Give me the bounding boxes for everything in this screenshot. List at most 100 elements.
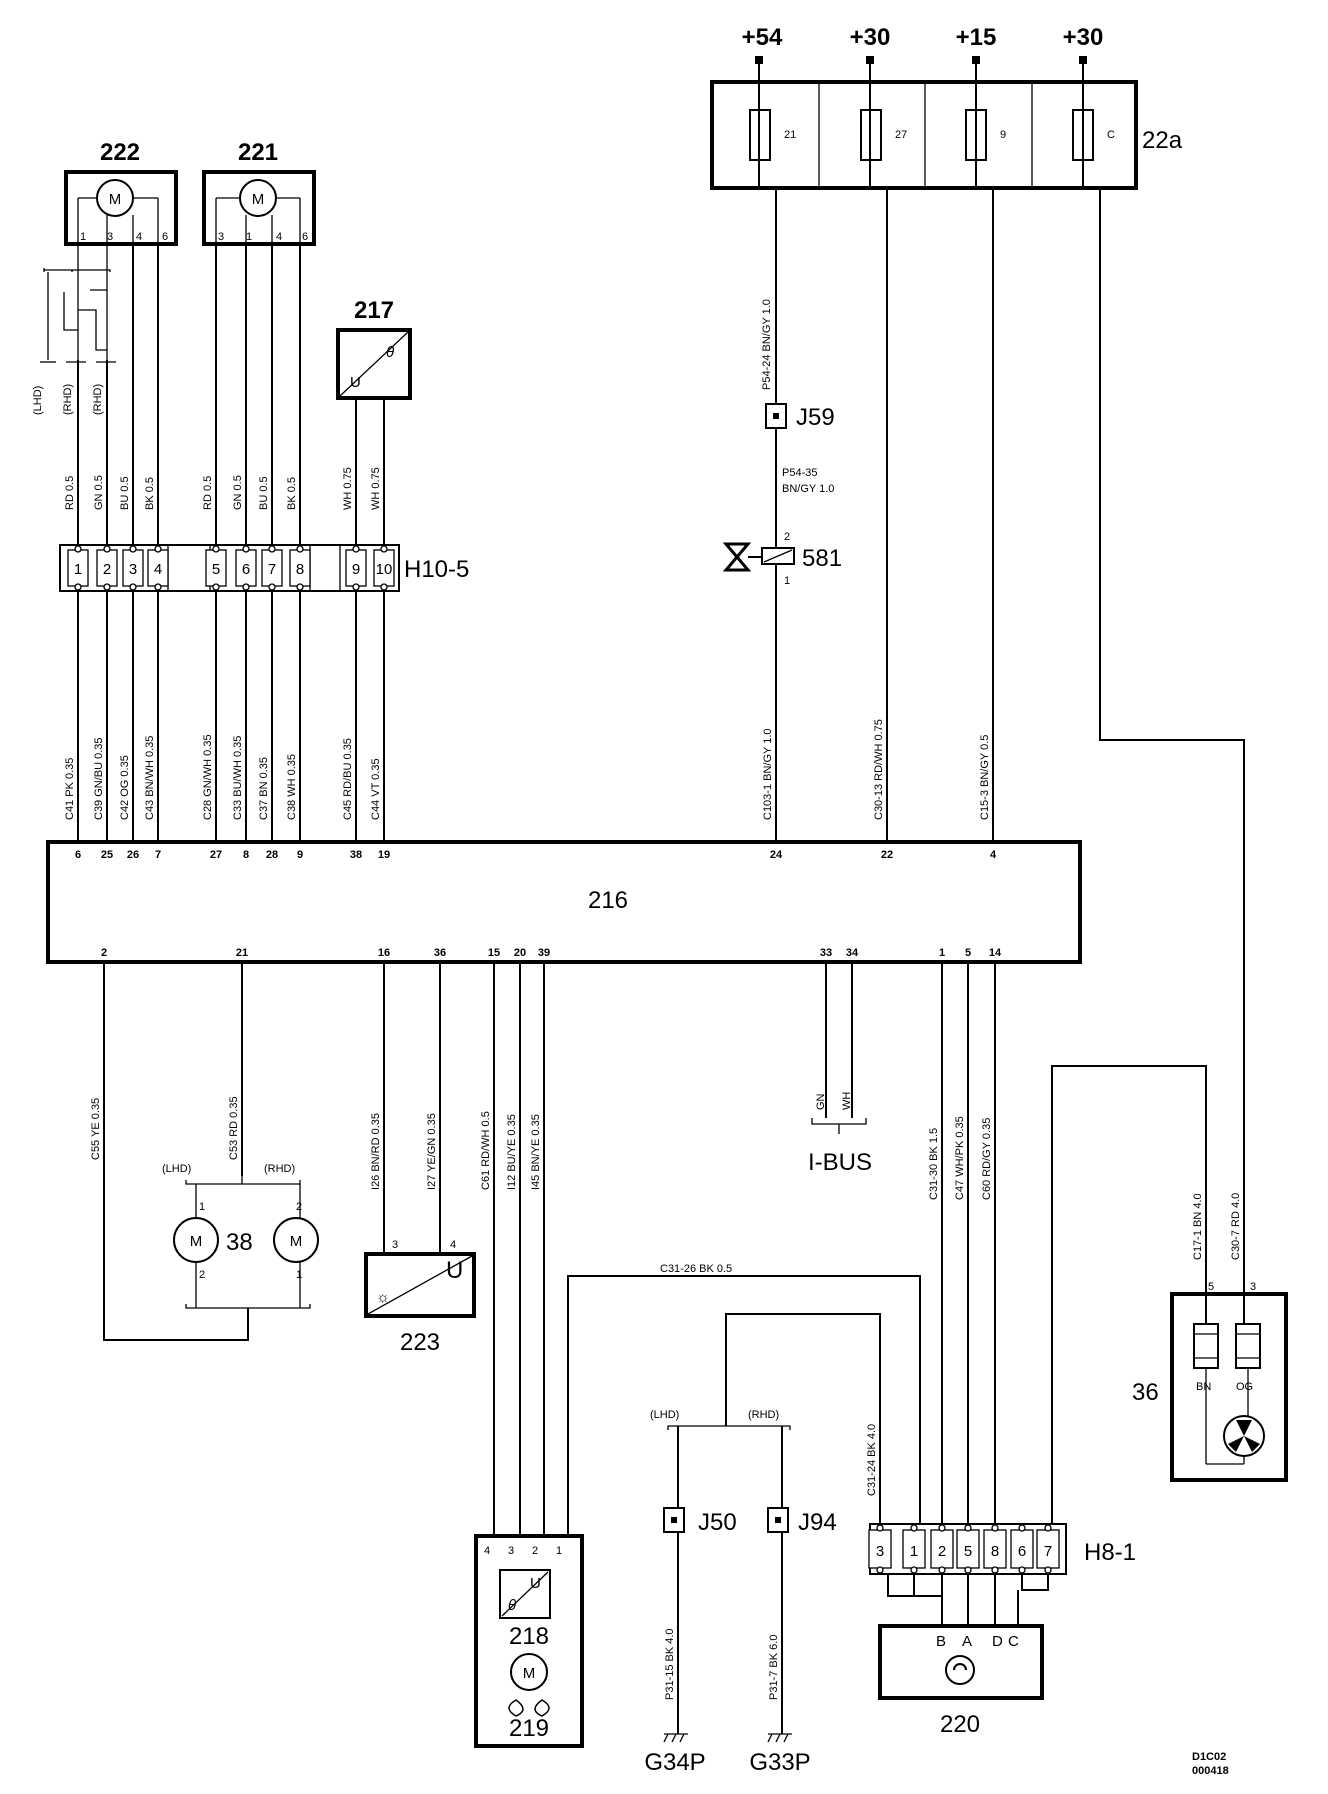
svg-text:36: 36 xyxy=(1132,1379,1159,1406)
svg-text:1: 1 xyxy=(296,1269,302,1281)
wire-label-upper: RD 0.5 xyxy=(64,476,76,510)
wire-label-lower: C41 PK 0.35 xyxy=(64,758,76,820)
wire-label-upper: GN 0.5 xyxy=(93,475,105,510)
h8-pin-label: 1 xyxy=(910,1543,918,1560)
wire-label-bottom: C61 RD/WH 0.5 xyxy=(480,1111,492,1190)
motor-38: (LHD) (RHD) M M 38 1 2 2 1 xyxy=(162,1163,319,1309)
svg-text:6: 6 xyxy=(302,231,308,243)
wire-label-lower: C45 RD/BU 0.35 xyxy=(342,738,354,820)
wire-label-lower: C28 GN/WH 0.35 xyxy=(202,734,214,820)
wire-label-p5424: P54-24 BN/GY 1.0 xyxy=(761,299,773,390)
svg-text:3: 3 xyxy=(508,1545,514,1557)
lhd-rhd-switch: (LHD) (RHD) (RHD) xyxy=(32,244,116,415)
svg-text:1: 1 xyxy=(199,1201,205,1213)
power-label-30a: +30 xyxy=(850,24,891,51)
svg-text:217: 217 xyxy=(354,297,394,324)
splice-j59: J59 xyxy=(765,403,835,431)
fuse-label: 9 xyxy=(1000,129,1006,141)
svg-text:C: C xyxy=(1008,1633,1019,1650)
h10-pin-label: 10 xyxy=(376,561,393,578)
u216-pin-label: 26 xyxy=(127,849,139,861)
svg-text:(LHD): (LHD) xyxy=(162,1163,191,1175)
u216-pin-label: 20 xyxy=(514,947,526,959)
wire-label-lower: C37 BN 0.35 xyxy=(258,757,270,820)
fuse-label: 21 xyxy=(784,129,796,141)
wire-label-bottom: P31-15 BK 4.0 xyxy=(664,1628,676,1700)
u216-pin-label: 16 xyxy=(378,947,390,959)
control-unit-216: 21 6 xyxy=(46,840,1082,964)
svg-text:1: 1 xyxy=(556,1545,562,1557)
svg-text:222: 222 xyxy=(100,139,140,166)
wire-label-bottom: C31-30 BK 1.5 xyxy=(928,1128,940,1200)
wire-label-bottom: C30-7 RD 4.0 xyxy=(1230,1193,1242,1260)
svg-text:2: 2 xyxy=(784,531,790,543)
svg-text:(RHD): (RHD) xyxy=(92,384,104,415)
svg-text:M: M xyxy=(252,191,265,208)
h8-pin-label: 5 xyxy=(964,1543,972,1560)
wire-label-upper: BK 0.5 xyxy=(144,477,156,510)
wire-label-bottom: C47 WH/PK 0.35 xyxy=(954,1116,966,1200)
h10-pin-label: 9 xyxy=(352,561,360,578)
sun-icon: ☼ xyxy=(376,1289,390,1306)
svg-text:4: 4 xyxy=(484,1545,490,1557)
svg-text:2: 2 xyxy=(199,1269,205,1281)
ibus-wire-gn: GN xyxy=(815,1093,827,1110)
svg-text:A: A xyxy=(962,1633,972,1650)
u216-pin-label: 6 xyxy=(75,849,81,861)
svg-text:581: 581 xyxy=(802,545,842,572)
svg-text:38: 38 xyxy=(226,1229,253,1256)
wire-label-bottom: I45 BN/YE 0.35 xyxy=(530,1114,542,1190)
u216-pin-label: 33 xyxy=(820,947,832,959)
svg-text:D: D xyxy=(992,1633,1003,1650)
svg-text:2: 2 xyxy=(532,1545,538,1557)
svg-text:H8-1: H8-1 xyxy=(1084,1539,1136,1566)
svg-text:4: 4 xyxy=(136,231,142,243)
wire-label-bottom: P31-7 BK 6.0 xyxy=(768,1635,780,1700)
svg-text:H10-5: H10-5 xyxy=(404,556,469,583)
svg-text:1: 1 xyxy=(246,231,252,243)
svg-text:G34P: G34P xyxy=(644,1749,705,1776)
u216-pin-label: 9 xyxy=(297,849,303,861)
h10-pin-label: 3 xyxy=(129,561,137,578)
svg-text:M: M xyxy=(290,1233,303,1250)
wire-label-lower: C33 BU/WH 0.35 xyxy=(232,736,244,820)
u216-pin-label: 21 xyxy=(236,947,248,959)
power-label-54: +54 xyxy=(742,24,783,51)
fan-assembly-219: U θ 218 M 219 4 3 2 1 xyxy=(474,1534,584,1748)
svg-text:3: 3 xyxy=(107,231,113,243)
wire-label-bottom: C60 RD/GY 0.35 xyxy=(981,1118,993,1200)
svg-text:216: 216 xyxy=(588,887,628,914)
wire-label-lower: C103-1 BN/GY 1.0 xyxy=(762,728,774,820)
svg-text:BN: BN xyxy=(1196,1381,1211,1393)
wire-label-upper: WH 0.75 xyxy=(370,467,382,510)
u216-pin-label: 38 xyxy=(350,849,362,861)
footer-line1: D1C02 xyxy=(1192,1751,1226,1763)
fusebox-id: 22a xyxy=(1142,127,1183,154)
wire-label-lower: C44 VT 0.35 xyxy=(370,758,382,820)
svg-text:220: 220 xyxy=(940,1711,980,1738)
u216-pin-label: 19 xyxy=(378,849,390,861)
wire-label-p5435b: BN/GY 1.0 xyxy=(782,483,834,495)
wire-label-bottom: C17-1 BN 4.0 xyxy=(1192,1193,1204,1260)
motor-222: 222 M 1 3 4 6 xyxy=(64,139,178,246)
svg-text:(LHD): (LHD) xyxy=(32,386,44,415)
svg-text:219: 219 xyxy=(509,1715,549,1742)
u216-pin-label: 8 xyxy=(243,849,249,861)
svg-text:I-BUS: I-BUS xyxy=(808,1149,872,1176)
svg-text:223: 223 xyxy=(400,1329,440,1356)
svg-text:J94: J94 xyxy=(798,1509,837,1536)
svg-text:6: 6 xyxy=(162,231,168,243)
u216-pin-label: 36 xyxy=(434,947,446,959)
fusebox-22a: 21 27 9 C 22a xyxy=(710,80,1183,190)
svg-text:1: 1 xyxy=(784,575,790,587)
power-label-30b: +30 xyxy=(1063,24,1104,51)
svg-text:(RHD): (RHD) xyxy=(62,384,74,415)
u216-pin-label: 14 xyxy=(989,947,1002,959)
svg-text:5: 5 xyxy=(1208,1281,1214,1293)
wire-label-upper: BU 0.5 xyxy=(258,476,270,510)
u216-pin-label: 25 xyxy=(101,849,113,861)
u216-pin-label: 24 xyxy=(770,849,783,861)
